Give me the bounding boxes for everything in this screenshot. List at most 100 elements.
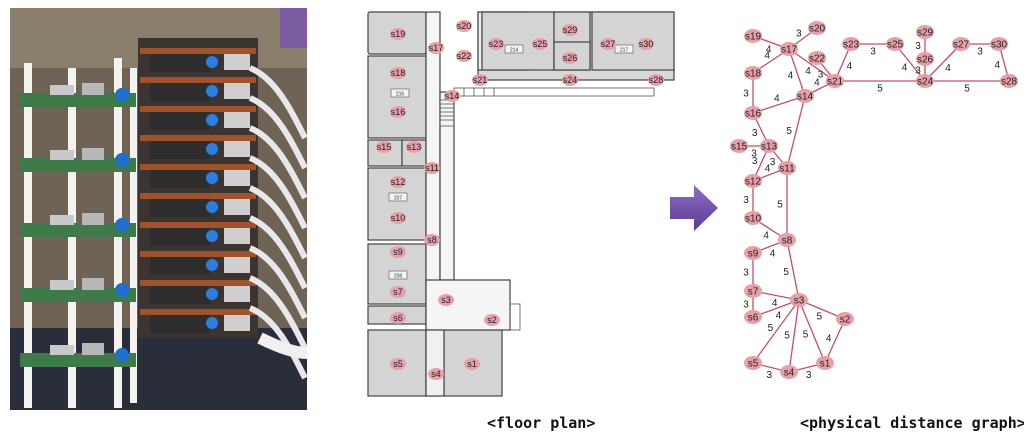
room-marker	[532, 38, 548, 50]
graph-node-circle	[916, 52, 934, 66]
graph-node: s24	[916, 74, 934, 88]
graph-node: s12	[744, 174, 762, 188]
room-label-text: s25	[533, 39, 548, 49]
fan-icon	[115, 283, 129, 297]
pi-board	[20, 93, 136, 107]
room-marker	[488, 38, 504, 50]
room-marker	[390, 67, 406, 79]
graph-node: s14	[796, 89, 814, 103]
graph-node: s7	[744, 284, 762, 298]
graph-node: s17	[780, 42, 798, 56]
graph-node-label: s12	[745, 177, 762, 188]
edge-weight-label: 3	[751, 149, 757, 160]
graph-node: s9	[744, 246, 762, 260]
ethernet-cable	[248, 245, 307, 320]
graph-node-circle	[730, 139, 748, 153]
room-label-text: s17	[429, 43, 444, 53]
fan-icon	[206, 56, 218, 68]
pi-board	[150, 54, 210, 72]
usb-port	[50, 215, 74, 225]
floor-room-label: s16	[390, 106, 406, 118]
room-label-text: s1	[467, 359, 477, 369]
graph-node-label: s16	[745, 109, 762, 120]
room-marker	[390, 246, 406, 258]
floor-room-label: s28	[648, 74, 664, 86]
room-label-text: s10	[391, 213, 406, 223]
pi-board	[20, 158, 136, 172]
graph-node-label: s5	[748, 359, 759, 370]
graph-node-circle	[744, 174, 762, 188]
graph-node-circle	[744, 356, 762, 370]
pi-board	[150, 199, 210, 217]
fan-icon	[115, 348, 129, 362]
graph-node: s19	[744, 29, 762, 43]
graph-edge	[824, 318, 846, 364]
pi-board	[140, 164, 256, 170]
graph-node-label: s15	[731, 142, 748, 153]
graph-edge	[788, 48, 836, 82]
room-marker	[600, 38, 616, 50]
room-label-text: s21	[473, 75, 488, 85]
fan-icon	[206, 259, 218, 271]
graph-edge	[798, 299, 826, 364]
usb-port	[224, 170, 250, 186]
pi-board	[140, 222, 256, 228]
edge-weight-label: 3	[770, 157, 776, 168]
room-marker	[390, 176, 406, 188]
graph-edge	[786, 239, 800, 301]
floor-room-label: s5	[390, 358, 406, 370]
floor-room-label: s11	[424, 162, 440, 174]
room-label-text: s6	[393, 313, 403, 323]
graph-node-label: s10	[745, 214, 762, 225]
edge-weight-label: 5	[768, 323, 774, 334]
room-marker	[638, 38, 654, 50]
graph-node-circle	[780, 42, 798, 56]
floor-room-label: s21	[472, 74, 488, 86]
graph-node-label: s26	[917, 55, 934, 66]
usb-port	[224, 286, 250, 302]
room-number-text: 216	[396, 92, 405, 98]
graph-edge	[788, 48, 806, 97]
graph-node: s27	[952, 37, 970, 51]
room-label-text: s27	[601, 39, 616, 49]
graph-node: s8	[778, 233, 796, 247]
graph-node: s16	[744, 106, 762, 120]
graph-node-label: s21	[827, 77, 844, 88]
graph-node-label: s28	[1001, 77, 1018, 88]
graph-node-circle	[990, 37, 1008, 51]
edge-weight-label: 3	[796, 28, 802, 39]
graph-node-label: s6	[748, 313, 759, 324]
edge-weight-label: 3	[743, 89, 749, 100]
edge-weight-label: 5	[784, 331, 790, 342]
graph-node: s26	[916, 52, 934, 66]
graph-node-circle	[744, 246, 762, 260]
pi-board	[150, 286, 210, 304]
floor-room-label: s4	[428, 368, 444, 380]
edge-weight-label: 4	[764, 51, 770, 62]
room-label-text: s11	[425, 163, 439, 173]
usb-port	[224, 54, 250, 70]
room-label-text: s3	[441, 295, 451, 305]
graph-node-circle	[916, 74, 934, 88]
graph-node-label: s17	[781, 45, 798, 56]
room-marker	[472, 74, 488, 86]
graph-node-label: s22	[809, 54, 826, 65]
graph-node: s5	[744, 356, 762, 370]
floor-room-label: s1	[464, 358, 480, 370]
graph-node-label: s29	[917, 28, 934, 39]
graph-edge	[894, 43, 926, 82]
graph-node: s1	[816, 356, 834, 370]
room-label-text: s4	[431, 369, 441, 379]
edge-weight-label: 5	[777, 200, 783, 211]
usb-port	[224, 257, 250, 273]
usb-port	[224, 199, 250, 215]
floor-room-label: s14	[444, 90, 460, 102]
usb-port	[82, 343, 104, 355]
graph-node: s3	[790, 293, 808, 307]
fan-icon	[115, 153, 129, 167]
room-marker	[456, 50, 472, 62]
graph-node-circle	[744, 310, 762, 324]
floor-room-label: s15	[376, 141, 392, 153]
graph-node-circle	[744, 66, 762, 80]
room-label-text: s9	[393, 247, 403, 257]
